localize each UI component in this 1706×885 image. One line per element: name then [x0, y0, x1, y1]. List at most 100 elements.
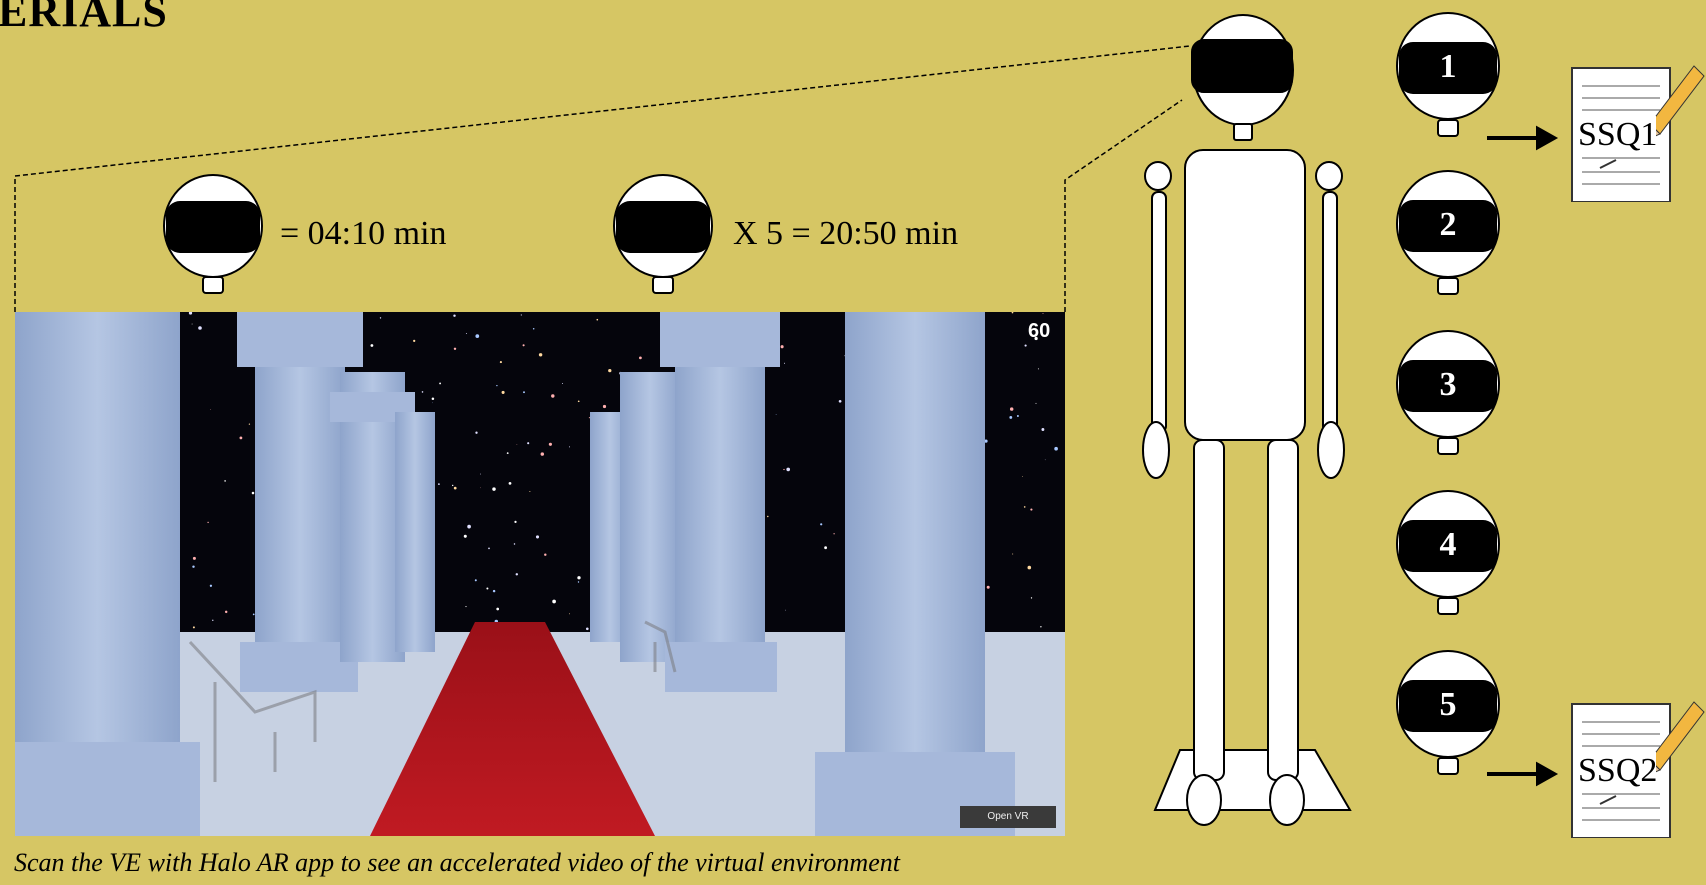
- star: [639, 356, 642, 360]
- star: [370, 344, 374, 347]
- star: [475, 334, 480, 338]
- star: [492, 487, 496, 491]
- star: [439, 382, 442, 385]
- dashed-line-top: [14, 45, 1191, 312]
- star: [188, 312, 193, 315]
- star: [452, 484, 454, 487]
- star: [785, 609, 786, 611]
- star: [1009, 407, 1014, 411]
- session-number: 2: [1439, 206, 1457, 243]
- ssq2-label: SSQ2: [1578, 752, 1658, 790]
- star: [1054, 446, 1058, 451]
- open-vr-button[interactable]: Open VR: [960, 806, 1056, 828]
- star: [514, 520, 517, 524]
- star: [984, 439, 988, 443]
- star: [210, 408, 212, 410]
- session-headset-1: 1: [1395, 12, 1501, 144]
- star: [251, 491, 255, 495]
- star: [192, 556, 196, 560]
- session-number: 3: [1439, 366, 1457, 403]
- star: [492, 589, 496, 593]
- star: [379, 317, 382, 319]
- star: [453, 347, 457, 351]
- star: [1035, 402, 1037, 404]
- star: [538, 353, 543, 357]
- star: [767, 515, 769, 518]
- session-number: 1: [1439, 48, 1457, 85]
- star: [596, 318, 599, 321]
- session-headset-4: 4: [1395, 490, 1501, 622]
- star: [467, 524, 471, 529]
- star: [1041, 428, 1045, 431]
- star: [192, 626, 195, 629]
- star: [1030, 597, 1033, 599]
- star: [551, 394, 555, 398]
- star: [544, 553, 547, 556]
- star: [207, 521, 209, 524]
- headset-icon: [1396, 650, 1500, 775]
- star: [1012, 553, 1014, 555]
- star: [488, 547, 490, 550]
- star: [1042, 313, 1044, 315]
- star: [501, 390, 505, 394]
- star: [1034, 336, 1038, 341]
- star: [1011, 312, 1014, 314]
- star: [529, 491, 531, 492]
- star: [577, 400, 580, 403]
- star: [522, 344, 525, 347]
- benches: [188, 620, 677, 782]
- dashed-line-bottom: [1064, 99, 1183, 312]
- star: [562, 383, 563, 384]
- star: [577, 581, 580, 583]
- star: [479, 473, 481, 475]
- star: [1024, 344, 1027, 347]
- star: [431, 397, 435, 400]
- star: [191, 323, 193, 325]
- star: [602, 404, 607, 409]
- star: [1030, 508, 1033, 511]
- star: [548, 442, 552, 446]
- star: [520, 314, 522, 316]
- headset-icon: [163, 174, 263, 294]
- vr-scene-screenshot: [15, 312, 1065, 836]
- session-headset-5: 5: [1395, 650, 1501, 782]
- star: [438, 483, 440, 485]
- star: [496, 607, 500, 611]
- star: [569, 446, 570, 448]
- star: [252, 613, 255, 616]
- red-carpet: [370, 622, 655, 836]
- star: [523, 391, 525, 394]
- star: [198, 326, 202, 330]
- star: [585, 627, 589, 631]
- star: [465, 606, 467, 608]
- star: [820, 523, 823, 526]
- session-number: 4: [1439, 526, 1457, 563]
- star: [192, 565, 195, 568]
- fps-counter: 60: [1028, 320, 1051, 342]
- star: [239, 436, 243, 440]
- star: [515, 573, 519, 576]
- star: [838, 399, 842, 403]
- star: [783, 468, 785, 471]
- star: [608, 368, 612, 373]
- headset-icon: [1396, 490, 1500, 615]
- star: [224, 480, 226, 482]
- session-number: 5: [1439, 686, 1457, 723]
- star: [775, 414, 777, 415]
- pillars: [15, 312, 1015, 836]
- headset-icon: [1396, 330, 1500, 455]
- star: [224, 610, 228, 614]
- star: [577, 576, 581, 580]
- star: [824, 546, 828, 550]
- headset-icon: [1396, 12, 1500, 137]
- star: [421, 391, 424, 393]
- session-headset-3: 3: [1395, 330, 1501, 462]
- star: [508, 482, 512, 485]
- star: [535, 535, 540, 539]
- page-title: ERIALS: [0, 0, 168, 36]
- star: [516, 444, 518, 446]
- star: [474, 579, 477, 582]
- star: [1044, 459, 1046, 461]
- headset-icon: [1396, 170, 1500, 295]
